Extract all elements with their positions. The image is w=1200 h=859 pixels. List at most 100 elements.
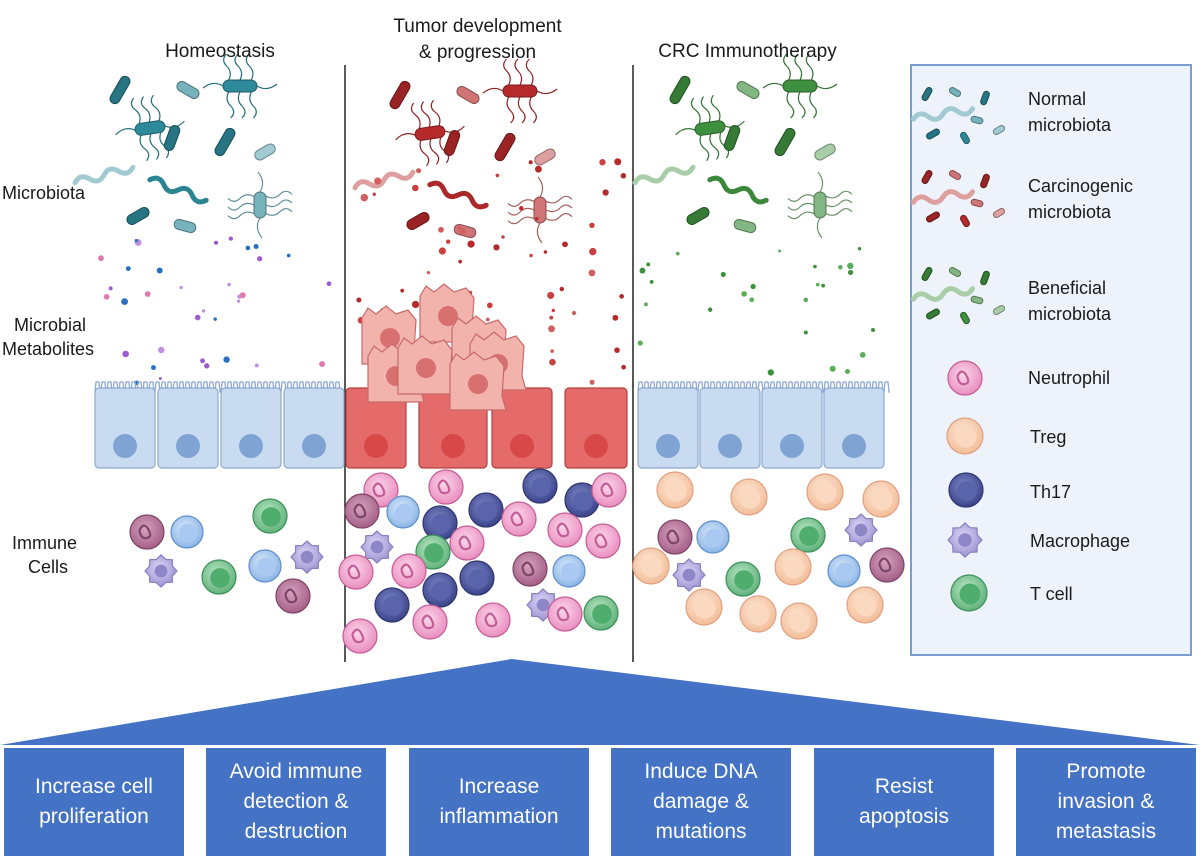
- legend-tcell: T cell: [1030, 584, 1073, 604]
- metabolite-dot: [847, 269, 854, 276]
- neutrophil-cell: [338, 554, 374, 590]
- bcell: [386, 495, 420, 529]
- epithelial-cell: [761, 387, 823, 469]
- rod-bacterium: [980, 90, 990, 106]
- metabolite-dot: [412, 184, 419, 192]
- rod-bacterium: [443, 129, 461, 157]
- rod-bacterium: [926, 211, 940, 223]
- header-immunotherapy: CRC Immunotherapy: [658, 41, 837, 62]
- metabolite-dot: [750, 283, 756, 290]
- metabolite-dot: [228, 236, 234, 241]
- metabolite-dot: [485, 317, 490, 322]
- metabolite-dot: [158, 346, 165, 354]
- legend-normal-line2: microbiota: [1028, 115, 1112, 135]
- header-homeostasis: Homeostasis: [165, 41, 275, 62]
- neutrophil-cell: [547, 596, 583, 632]
- hallmark-text: Resist: [874, 775, 934, 798]
- macrophage-cell: [360, 530, 394, 564]
- metabolite-dot: [356, 297, 362, 303]
- legend-beneficial-line1: Beneficial: [1028, 278, 1107, 298]
- rod-bacterium: [163, 124, 181, 152]
- rod-bacterium: [980, 270, 990, 286]
- row-label-metabolites-line2: Metabolites: [2, 339, 95, 359]
- rod-bacterium: [173, 218, 197, 234]
- spiral-bacterium: [72, 164, 136, 186]
- metabolite-dot: [602, 189, 609, 196]
- rod-bacterium: [992, 125, 1006, 135]
- metabolite-dot: [495, 173, 500, 178]
- metabolite-dot: [158, 376, 162, 380]
- rod-bacterium: [970, 295, 984, 305]
- rod-bacterium: [733, 218, 757, 234]
- th17-cell: [374, 587, 410, 623]
- metabolite-dot: [239, 292, 246, 299]
- rod-bacterium: [669, 75, 691, 105]
- legend-microbiota-icon: [910, 267, 1006, 325]
- treg-cell: [685, 588, 723, 626]
- metabolite-dot: [767, 369, 774, 376]
- legend-beneficial-line2: microbiota: [1028, 304, 1112, 324]
- legend-microbiota-icon: [910, 87, 1006, 145]
- legend-treg: Treg: [1030, 427, 1067, 447]
- rod-bacterium: [389, 80, 411, 110]
- neutrophil-cell: [585, 523, 621, 559]
- hallmark-text: inflammation: [439, 805, 559, 828]
- hallmark-text: detection &: [243, 790, 349, 813]
- metabolite-dot: [639, 267, 646, 274]
- metabolite-dot: [637, 340, 643, 346]
- metabolite-dot: [649, 279, 654, 284]
- spiral-bacterium: [707, 175, 769, 205]
- header-tumor-line2: & progression: [418, 42, 537, 63]
- metabolite-dot: [245, 245, 251, 251]
- metabolite-dot: [778, 249, 782, 253]
- hallmark-text: invasion &: [1057, 790, 1155, 813]
- legend-panel: [910, 64, 1192, 656]
- metabolite-dot: [644, 302, 648, 307]
- tcell: [201, 559, 237, 595]
- metabolite-dot: [457, 226, 462, 231]
- rod-bacterium: [921, 170, 933, 184]
- rod-bacterium: [926, 128, 940, 140]
- rod-bacterium: [736, 81, 760, 99]
- metabolite-dot: [372, 192, 376, 196]
- flagellated-bacterium: [482, 58, 558, 124]
- hallmark-text: damage &: [653, 790, 749, 813]
- metabolite-dot: [486, 302, 493, 309]
- metabolite-dot: [589, 247, 597, 256]
- tumor-cell: [449, 351, 507, 411]
- epithelial-cell: [220, 387, 282, 469]
- rod-bacterium: [814, 143, 836, 161]
- flagellated-bacterium: [227, 171, 293, 239]
- metabolite-dot: [467, 240, 475, 248]
- metabolite-dot: [319, 361, 326, 368]
- metabolite-dot: [134, 238, 138, 243]
- rod-bacterium: [992, 208, 1006, 218]
- th17-cell: [468, 492, 504, 528]
- rod-bacterium: [774, 127, 796, 157]
- legend-carcinogenic-line2: microbiota: [1028, 202, 1112, 222]
- hallmark-text: Promote: [1066, 760, 1146, 783]
- metabolite-dot: [519, 205, 524, 211]
- flagellated-bacterium: [507, 176, 573, 244]
- row-label-immune-line1: Immune: [12, 533, 78, 553]
- hallmark-text: proliferation: [39, 805, 149, 828]
- treg-cell: [656, 471, 694, 509]
- metabolite-dot: [562, 241, 568, 248]
- spiral-bacterium: [910, 189, 976, 205]
- legend-neutrophil: Neutrophil: [1028, 368, 1111, 388]
- metabolite-dot: [675, 251, 680, 256]
- metabolite-dot: [223, 356, 230, 363]
- macrophage-cell: [672, 558, 706, 592]
- neutrophil-cell: [657, 519, 693, 555]
- metabolite-dot: [415, 168, 422, 174]
- metabolite-dot: [571, 310, 577, 316]
- hallmark-text: mutations: [655, 820, 747, 843]
- epithelial-cell: [157, 387, 219, 469]
- metabolite-dot: [438, 247, 446, 255]
- metabolite-dot: [400, 288, 405, 293]
- rod-bacterium: [686, 207, 710, 225]
- legend-th17-icon: [948, 472, 984, 508]
- rod-bacterium: [406, 212, 430, 230]
